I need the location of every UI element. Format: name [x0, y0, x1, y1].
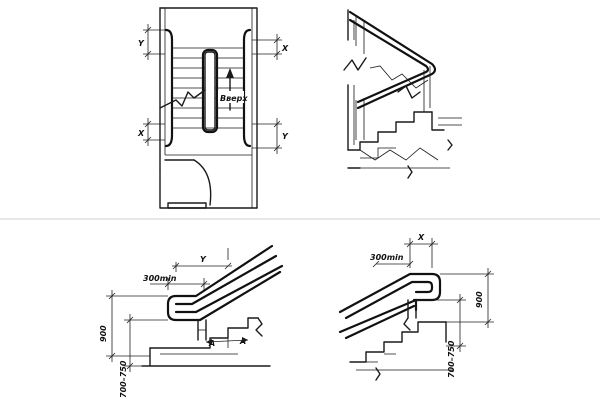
detail-right: X 300min 900 700–750	[338, 233, 494, 381]
dim-300min-right: 300min	[370, 253, 404, 262]
detail-left: A A 300min Y 900 700–750	[99, 244, 284, 398]
dim-900-right: 900	[475, 291, 484, 308]
up-label: Вверх	[220, 94, 248, 103]
plan-view: Вверх Y X X Y	[137, 7, 289, 209]
dim-x-top-right: X	[281, 44, 289, 53]
dim-700-750-left: 700–750	[119, 360, 128, 398]
dim-700-750-right: 700–750	[447, 340, 456, 378]
dim-300min-left: 300min	[143, 274, 177, 283]
dim-y-bottom-right: Y	[282, 132, 289, 141]
dim-x-bottom-left: X	[137, 129, 145, 138]
section-view	[343, 9, 462, 179]
dim-x-bottom-right: X	[417, 233, 425, 242]
dim-y-top-left: Y	[138, 39, 145, 48]
dim-y-bottom-left: Y	[200, 255, 207, 264]
dim-900-left: 900	[99, 325, 108, 342]
